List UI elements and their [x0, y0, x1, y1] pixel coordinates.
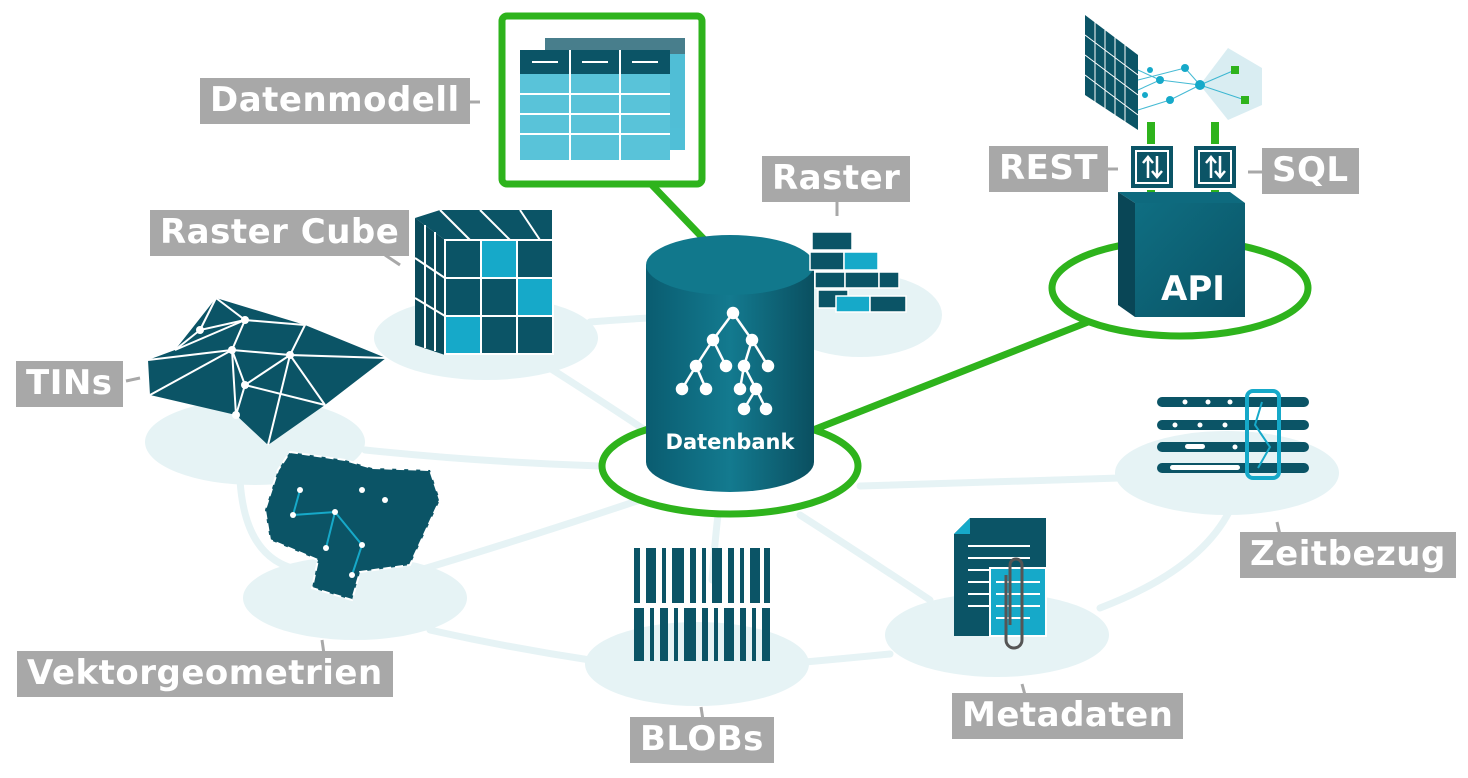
- label-metadaten: Metadaten: [952, 693, 1184, 739]
- api-icon: API: [1084, 15, 1262, 317]
- link-api-db: [806, 318, 1090, 436]
- label-blobs: BLOBs: [630, 717, 774, 763]
- link-metadaten-db: [796, 511, 934, 604]
- pad-blobs: [585, 622, 809, 706]
- label-vektorgeometrien: Vektorgeometrien: [17, 651, 393, 697]
- label-raster-cube: Raster Cube: [150, 210, 410, 256]
- label-rest: REST: [989, 146, 1109, 192]
- raster-cube-icon: [414, 209, 554, 355]
- blobs-icon: [634, 548, 770, 661]
- api-label: API: [1161, 269, 1225, 309]
- raster-icon: [809, 231, 907, 313]
- database-icon: Datenbank: [646, 235, 814, 492]
- link-blobs-metadaten: [801, 650, 894, 666]
- datenmodell-graphic: [498, 12, 706, 188]
- link-vektor-blobs: [426, 626, 594, 664]
- database-label: Datenbank: [666, 430, 796, 454]
- label-sql: SQL: [1262, 148, 1359, 194]
- link-metadaten-zeitbezug: [1096, 506, 1234, 612]
- network-links: [236, 312, 1234, 666]
- link-vektor-db: [416, 496, 644, 574]
- timeline-icon: [1157, 389, 1309, 480]
- vector-geometry-icon: [263, 450, 442, 602]
- sql-connector-icon: [1192, 144, 1238, 190]
- neural-network-icon: [1084, 15, 1262, 130]
- pad-vektor: [243, 556, 467, 640]
- rest-connector-icon: [1129, 144, 1175, 190]
- link-zeitbezug-db: [856, 474, 1124, 490]
- label-tins: TINs: [16, 361, 123, 407]
- label-datenmodell: Datenmodell: [200, 78, 470, 124]
- tins-icon: [147, 297, 387, 446]
- metadata-icon: [954, 518, 1047, 650]
- label-zeitbezug: Zeitbezug: [1240, 532, 1456, 578]
- tree-icon: [675, 306, 775, 416]
- link-tins-db: [361, 446, 604, 470]
- label-raster: Raster: [762, 156, 911, 202]
